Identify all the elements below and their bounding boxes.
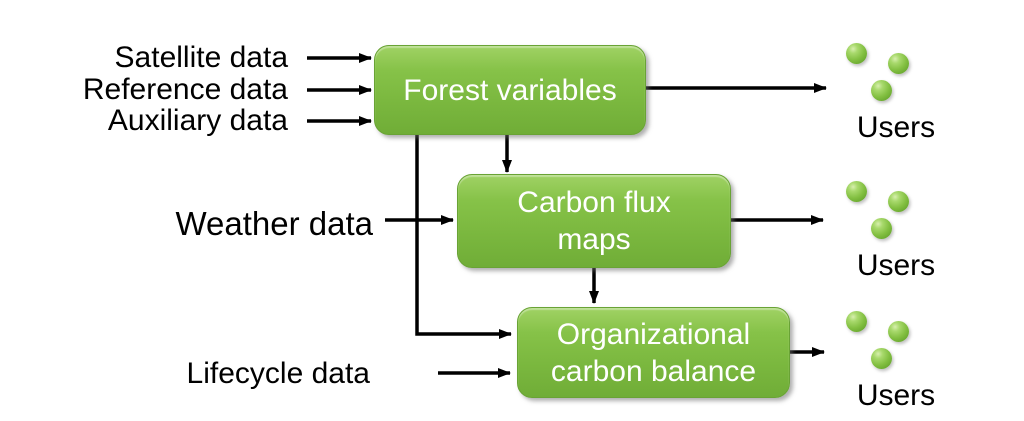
user-dot-icon bbox=[888, 191, 909, 212]
node-org-carbon-balance-label-line2: carbon balance bbox=[550, 354, 757, 388]
node-carbon-flux-maps-label-line2: maps bbox=[557, 223, 631, 256]
users-group-1-label: Users bbox=[856, 111, 936, 144]
arrow-forest-to-org-elbow bbox=[415, 120, 512, 339]
users-group-1: Users bbox=[846, 43, 946, 148]
node-org-carbon-balance-label-line1: Organizational bbox=[556, 317, 751, 351]
user-dot-icon bbox=[871, 218, 892, 239]
input-label-satellite-data: Satellite data bbox=[114, 41, 288, 74]
input-label-weather-data: Weather data bbox=[175, 205, 373, 242]
users-group-3-label: Users bbox=[856, 379, 936, 412]
user-dot-icon bbox=[846, 43, 867, 64]
node-carbon-flux-maps-label-line1: Carbon flux bbox=[517, 186, 671, 219]
input-label-lifecycle-data: Lifecycle data bbox=[186, 357, 370, 390]
users-group-3: Users bbox=[846, 311, 946, 416]
users-group-2-label: Users bbox=[856, 249, 936, 282]
user-dot-icon bbox=[846, 311, 867, 332]
users-group-2: Users bbox=[846, 181, 946, 286]
node-forest-variables: Forest variables bbox=[374, 45, 646, 135]
user-dot-icon bbox=[871, 80, 892, 101]
user-dot-icon bbox=[846, 181, 867, 202]
input-label-reference-data: Reference data bbox=[82, 73, 288, 106]
node-carbon-flux-maps: Carbon flux maps bbox=[457, 174, 731, 268]
input-label-auxiliary-data: Auxiliary data bbox=[107, 104, 288, 137]
user-dot-icon bbox=[888, 53, 909, 74]
node-organizational-carbon-balance: Organizational carbon balance bbox=[517, 307, 790, 398]
user-dot-icon bbox=[888, 321, 909, 342]
user-dot-icon bbox=[871, 348, 892, 369]
node-forest-variables-label: Forest variables bbox=[403, 73, 617, 107]
